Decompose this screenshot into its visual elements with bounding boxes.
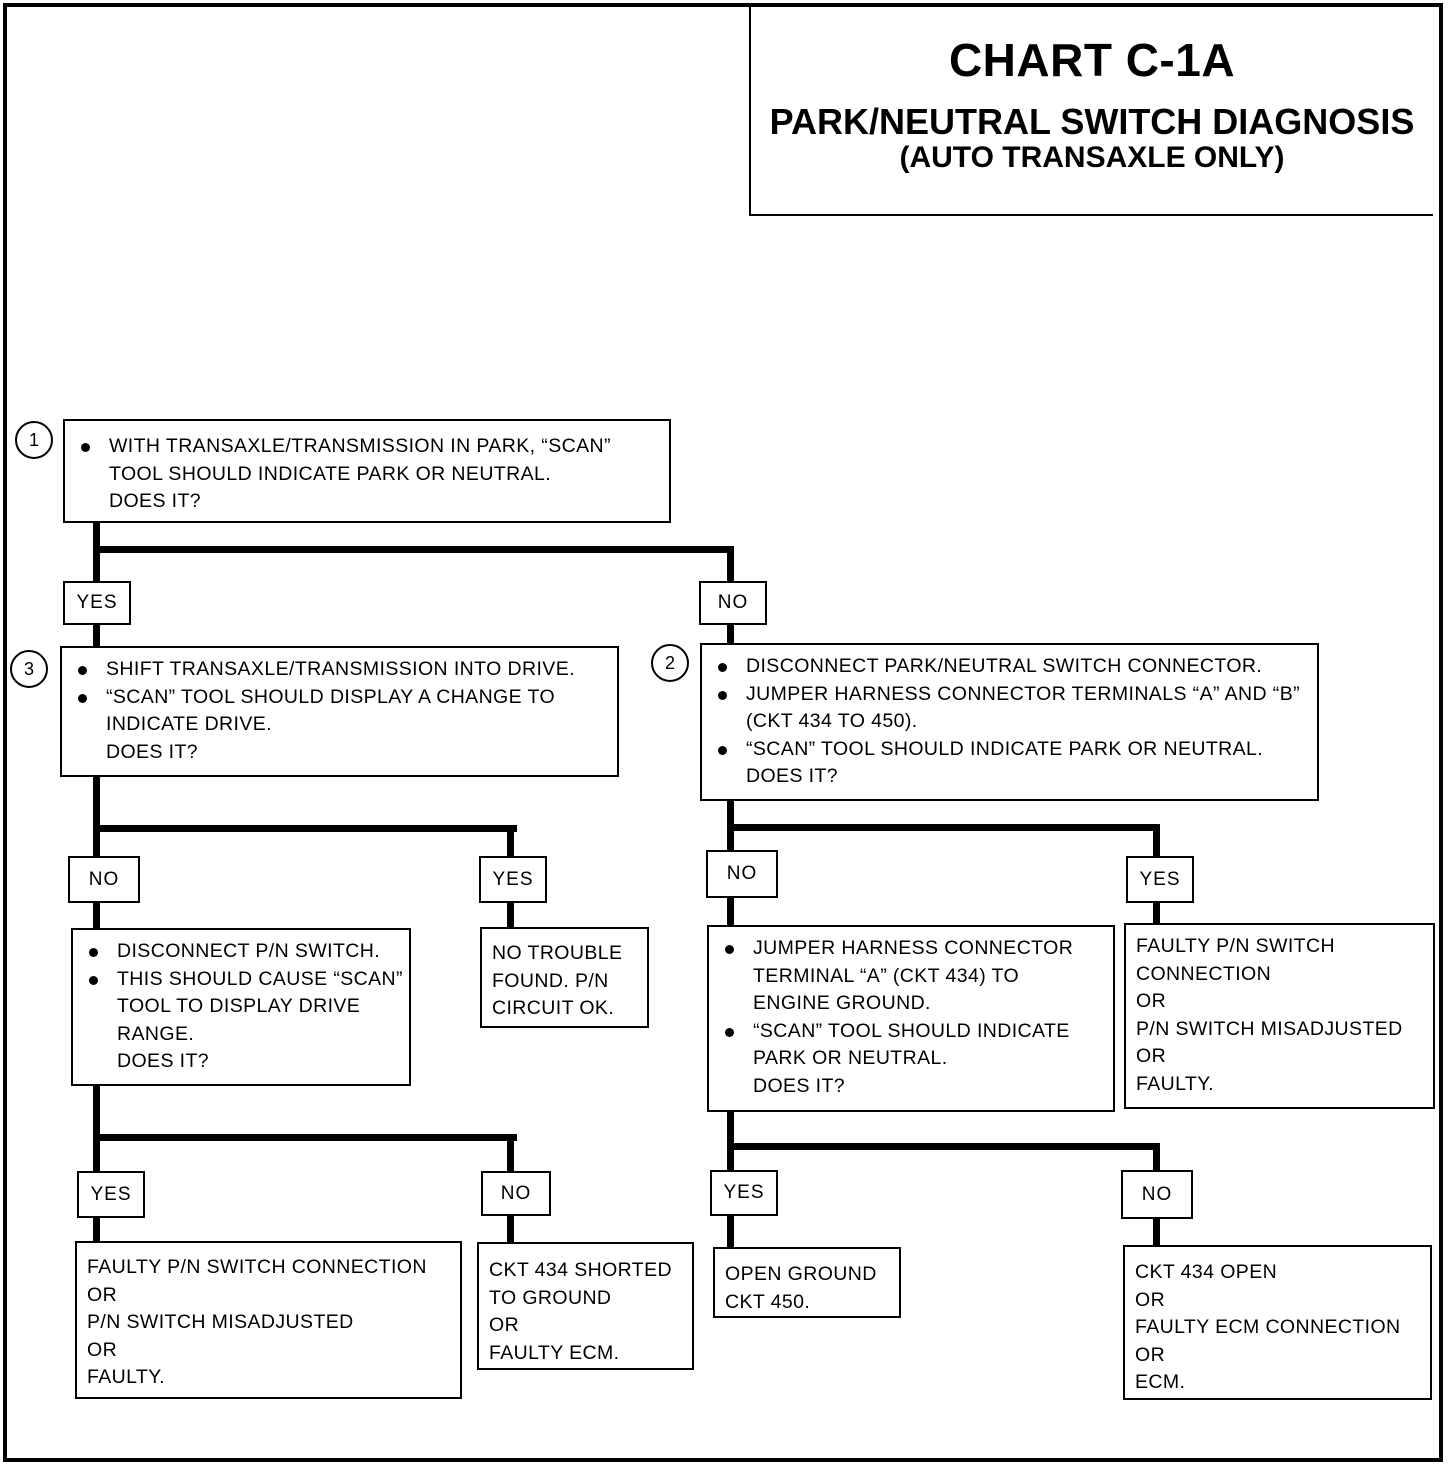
connector xyxy=(93,624,100,648)
connector xyxy=(93,546,734,553)
result-line: FAULTY ECM CONNECTION xyxy=(1135,1316,1401,1338)
chart-frame xyxy=(3,3,1443,1462)
branch-label-yes: YES xyxy=(710,1170,778,1216)
result-line: OPEN GROUND xyxy=(725,1263,877,1285)
result-ckt-434-open: CKT 434 OPEN OR FAULTY ECM CONNECTION OR… xyxy=(1123,1245,1432,1400)
step-number-3: 3 xyxy=(10,650,48,688)
instruction-item: “SCAN” TOOL SHOULD INDICATE PARK OR NEUT… xyxy=(712,736,1307,764)
branch-label-yes: YES xyxy=(1126,856,1194,903)
chart-subtitle-scope: (AUTO TRANSAXLE ONLY) xyxy=(899,141,1285,174)
question-text: DOES IT? xyxy=(746,765,839,787)
connector xyxy=(1153,1143,1160,1171)
question-text: DOES IT? xyxy=(117,1050,210,1072)
result-line: FAULTY P/N SWITCH xyxy=(1136,935,1335,957)
instruction-item: SHIFT TRANSAXLE/TRANSMISSION INTO DRIVE. xyxy=(72,656,607,684)
result-line: NO TROUBLE xyxy=(492,942,623,964)
connector xyxy=(93,776,100,856)
connector xyxy=(507,825,514,856)
result-ckt-434-shorted: CKT 434 SHORTED TO GROUND OR FAULTY ECM. xyxy=(477,1242,694,1370)
result-line: FAULTY. xyxy=(1136,1072,1214,1095)
branch-label-no: NO xyxy=(706,850,778,898)
result-line: FAULTY ECM. xyxy=(489,1341,620,1364)
result-open-ground: OPEN GROUND CKT 450. xyxy=(713,1247,901,1318)
connector xyxy=(507,902,514,928)
connector xyxy=(1153,1218,1160,1246)
result-line: P/N SWITCH MISADJUSTED xyxy=(87,1311,354,1333)
connector xyxy=(1153,824,1160,857)
instruction-item: THIS SHOULD CAUSE “SCAN” TOOL TO DISPLAY… xyxy=(83,966,407,1049)
result-line: FAULTY. xyxy=(87,1366,165,1388)
branch-label-yes: YES xyxy=(63,581,131,625)
connector xyxy=(93,902,100,929)
result-line: OR xyxy=(489,1314,520,1336)
instruction-item: DISCONNECT P/N SWITCH. xyxy=(83,938,399,966)
instruction-item: “SCAN” TOOL SHOULD INDICATE PARK OR NEUT… xyxy=(719,1018,1113,1073)
result-faulty-pn-switch-connection: FAULTY P/N SWITCH CONNECTION OR P/N SWIT… xyxy=(1124,923,1435,1109)
question-box-2: DISCONNECT PARK/NEUTRAL SWITCH CONNECTOR… xyxy=(700,643,1319,801)
result-line: CKT 450. xyxy=(725,1290,811,1313)
question-box-1: WITH TRANSAXLE/TRANSMISSION IN PARK, “SC… xyxy=(63,419,671,523)
chart-title: CHART C-1A xyxy=(948,34,1236,86)
question-text: DOES IT? xyxy=(753,1074,846,1097)
question-text: DOES IT? xyxy=(106,740,199,763)
result-line: OR xyxy=(1136,990,1167,1012)
result-line: OR xyxy=(87,1283,118,1306)
connector xyxy=(507,1215,514,1243)
branch-label-yes: YES xyxy=(479,856,547,903)
branch-label-yes: YES xyxy=(77,1171,145,1218)
question-box-2-no: JUMPER HARNESS CONNECTOR TERMINAL “A” (C… xyxy=(707,925,1115,1112)
step-number-1: 1 xyxy=(15,421,53,459)
connector xyxy=(727,1215,734,1248)
result-line: TO GROUND xyxy=(489,1286,612,1309)
result-line: CONNECTION xyxy=(1136,962,1272,985)
connector xyxy=(727,1143,1160,1150)
result-faulty-pn-switch: FAULTY P/N SWITCH CONNECTION OR P/N SWIT… xyxy=(75,1241,462,1399)
instruction-item: DISCONNECT PARK/NEUTRAL SWITCH CONNECTOR… xyxy=(712,653,1307,681)
instruction-item: JUMPER HARNESS CONNECTOR TERMINALS “A” A… xyxy=(712,681,1301,736)
result-line: CKT 434 SHORTED xyxy=(489,1259,673,1281)
connector xyxy=(93,825,517,832)
result-line: CIRCUIT OK. xyxy=(492,997,615,1019)
branch-label-no: NO xyxy=(699,581,767,625)
instruction-item: JUMPER HARNESS CONNECTOR TERMINAL “A” (C… xyxy=(719,935,1098,1018)
title-block: CHART C-1A PARK/NEUTRAL SWITCH DIAGNOSIS… xyxy=(749,5,1433,216)
connector xyxy=(93,1217,100,1242)
result-line: ECM. xyxy=(1135,1371,1186,1393)
branch-label-no: NO xyxy=(68,856,140,903)
connector xyxy=(727,1111,734,1171)
question-box-3: SHIFT TRANSAXLE/TRANSMISSION INTO DRIVE.… xyxy=(60,646,619,777)
connector xyxy=(727,624,734,644)
result-line: OR xyxy=(1136,1045,1167,1067)
result-line: P/N SWITCH MISADJUSTED xyxy=(1136,1017,1403,1040)
connector xyxy=(1153,903,1160,925)
connector xyxy=(93,1084,100,1172)
question-text: DOES IT? xyxy=(109,490,202,512)
branch-label-no: NO xyxy=(1121,1170,1193,1219)
result-line: FOUND. P/N xyxy=(492,969,609,992)
connector xyxy=(93,1134,517,1141)
result-line: OR xyxy=(87,1338,118,1361)
instruction-item: WITH TRANSAXLE/TRANSMISSION IN PARK, “SC… xyxy=(75,433,649,488)
connector xyxy=(507,1134,514,1172)
chart-subtitle: PARK/NEUTRAL SWITCH DIAGNOSIS xyxy=(769,101,1415,142)
result-line: OR xyxy=(1135,1343,1166,1366)
question-box-3-no: DISCONNECT P/N SWITCH. THIS SHOULD CAUSE… xyxy=(71,928,411,1086)
result-no-trouble: NO TROUBLE FOUND. P/N CIRCUIT OK. xyxy=(480,927,649,1028)
connector xyxy=(727,546,734,581)
step-number-2: 2 xyxy=(651,644,689,682)
result-line: CKT 434 OPEN xyxy=(1135,1261,1278,1283)
result-line: FAULTY P/N SWITCH CONNECTION xyxy=(87,1256,427,1278)
connector xyxy=(727,824,1160,831)
branch-label-no: NO xyxy=(481,1171,551,1216)
connector xyxy=(727,897,734,926)
instruction-item: “SCAN” TOOL SHOULD DISPLAY A CHANGE TO I… xyxy=(72,684,606,739)
result-line: OR xyxy=(1135,1288,1166,1311)
